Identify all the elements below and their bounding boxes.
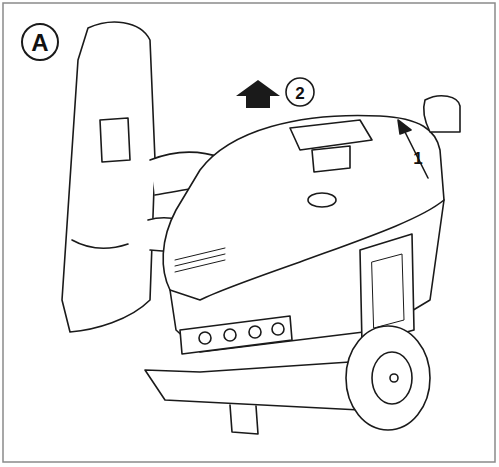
internals [372,254,404,328]
callout-number: 1 [413,150,422,167]
cap [424,96,460,132]
callout-number: 2 [295,85,304,102]
pocket [100,118,130,162]
wheel-hub [372,352,412,404]
foot [230,405,258,434]
fold [72,240,128,248]
view-letter: A [31,31,48,55]
connector [249,326,261,338]
callout-circle [286,78,314,106]
connector [272,323,284,335]
lift-arrow [236,80,280,108]
callout-circle [22,24,58,60]
axle [390,374,398,382]
motion-arrow [404,130,428,178]
gauge [308,193,336,207]
wheel [346,326,430,430]
operator-body [62,22,155,332]
frame [3,3,495,462]
arrow-head [398,120,411,134]
pump-block [180,316,292,354]
connector [199,332,211,344]
connector [224,329,236,341]
control-panel [290,120,372,150]
vent [175,248,225,272]
handle-post [312,146,350,172]
